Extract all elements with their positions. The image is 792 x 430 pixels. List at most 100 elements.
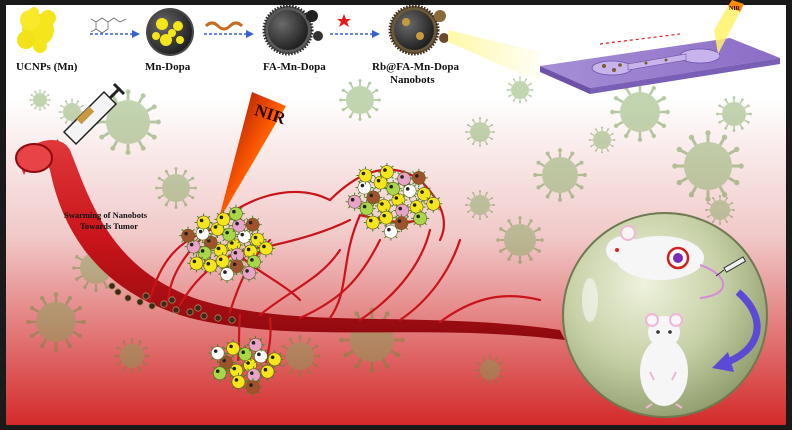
fa-mn-dopa-particle <box>262 4 323 56</box>
virus-icon <box>588 126 616 154</box>
arrow-step3-head <box>372 30 380 38</box>
virus-icon <box>465 117 495 147</box>
dopamine-molecule-icon <box>90 17 127 34</box>
nanoparticle-icon <box>226 204 245 223</box>
syringe-icon <box>39 82 126 161</box>
curved-arrow <box>720 289 761 368</box>
folic-acid-icon <box>204 21 244 31</box>
nanoparticle-icon <box>246 335 265 354</box>
nanoparticle-icon <box>364 188 383 207</box>
vessel-nanobot <box>214 314 222 322</box>
blood-vessel-network <box>15 139 565 340</box>
mouse-syringe-icon <box>715 256 747 277</box>
nanoparticle-icon <box>194 213 213 232</box>
vessel-nanobot <box>160 300 168 308</box>
vessel-nanobot <box>148 302 156 310</box>
virus-icon <box>506 76 534 104</box>
vessel-nanobot <box>136 298 144 306</box>
mouse-model-sphere <box>562 212 768 418</box>
nanoparticle-icon <box>409 168 428 187</box>
nanoparticle-icon <box>213 252 232 271</box>
nanoparticle-icon <box>355 178 374 197</box>
rb-fa-mn-dopa-nanobot <box>388 4 449 56</box>
nanoparticle-icon <box>240 263 259 282</box>
nanoparticle-icon <box>424 194 443 213</box>
arrow-step1-head <box>132 30 140 38</box>
vessel-nanobots <box>108 282 236 324</box>
virus-icon <box>279 335 321 377</box>
capillary <box>398 238 462 322</box>
virus-icon <box>339 79 381 121</box>
nanoparticle-icon <box>265 350 284 369</box>
mouse-icon <box>606 225 725 299</box>
virus-icon <box>465 190 495 220</box>
nanoparticle-icon <box>251 347 270 366</box>
arrow-step2-head <box>246 30 254 38</box>
step-label-fa-mn-dopa: FA-Mn-Dopa <box>263 61 326 73</box>
swarm-label-line1: Swarming of Nanobots <box>64 210 148 220</box>
virus-icon <box>155 167 197 209</box>
nanoparticle-icon <box>217 265 236 284</box>
nanoparticle-icon <box>179 226 198 245</box>
curved-arrow-head <box>712 352 734 372</box>
nanoparticle-icon <box>210 364 229 383</box>
vessel-nanobot <box>186 308 194 316</box>
capillary <box>438 295 542 324</box>
rhodamine-icon <box>337 14 351 27</box>
nanoparticle-icon <box>377 163 396 182</box>
vessel-nanobot <box>228 316 236 324</box>
nanoparticle-icon <box>357 199 376 218</box>
vessel-nanobot <box>200 312 208 320</box>
virus-icon <box>716 96 752 132</box>
nanoparticle-icon <box>229 372 248 391</box>
virus-icon <box>29 89 51 111</box>
nanoparticle-icon <box>201 256 220 275</box>
light-cone <box>448 30 540 82</box>
chip-nir-label: NIR <box>729 6 741 12</box>
step-label-rb-nanobot-line2: Nanobots <box>390 74 435 86</box>
background-viruses <box>26 76 752 385</box>
nanoparticle-icon <box>224 339 243 358</box>
mouse-standing-icon <box>640 313 688 409</box>
nanoparticle-icon <box>193 224 212 243</box>
nanoparticle-icon <box>217 353 236 372</box>
mn-dopa-particle <box>146 8 194 56</box>
vessel-nanobot <box>108 282 116 290</box>
capillary <box>418 178 445 242</box>
virus-icon <box>610 82 670 142</box>
nanoparticle-icon <box>187 254 206 273</box>
nanobot-clusters <box>179 163 443 397</box>
nanoparticle-icon <box>407 198 426 217</box>
capillary <box>258 248 342 317</box>
nanoparticle-icon <box>381 222 400 241</box>
nanoparticle-icon <box>377 208 396 227</box>
virus-icon <box>26 292 86 352</box>
nanoparticle-icon <box>208 344 227 363</box>
virus-icon <box>95 89 161 155</box>
nanoparticle-icon <box>258 362 277 381</box>
nanoparticle-icon <box>363 213 382 232</box>
nanoparticle-icon <box>244 366 263 385</box>
vessel-nanobot <box>142 292 150 300</box>
step-label-rb-nanobot: Rb@FA-Mn-Dopa <box>372 61 460 73</box>
virus-icon <box>705 195 735 225</box>
step-label-mn-dopa: Mn-Dopa <box>145 61 191 73</box>
nanoparticle-icon <box>411 209 430 228</box>
nanoparticle-icon <box>211 241 230 260</box>
virus-icon <box>496 216 544 264</box>
capillary <box>328 168 422 202</box>
virus-icon <box>533 148 587 202</box>
nanoparticle-icon <box>243 215 262 234</box>
nanoparticle-icon <box>248 230 267 249</box>
virus-icon <box>475 355 505 385</box>
nanoparticle-icon <box>371 173 390 192</box>
microchannel-chip-icon: NIR <box>540 0 780 94</box>
vessel-nanobot <box>114 288 122 296</box>
nanoparticle-icon <box>256 239 275 258</box>
nanoparticle-icon <box>201 233 220 252</box>
virus-icon <box>114 338 150 374</box>
nanoparticle-icon <box>236 345 255 364</box>
vessel-nanobot <box>168 296 176 304</box>
nanoparticle-icon <box>395 169 414 188</box>
nanoparticle-icon <box>356 166 375 185</box>
